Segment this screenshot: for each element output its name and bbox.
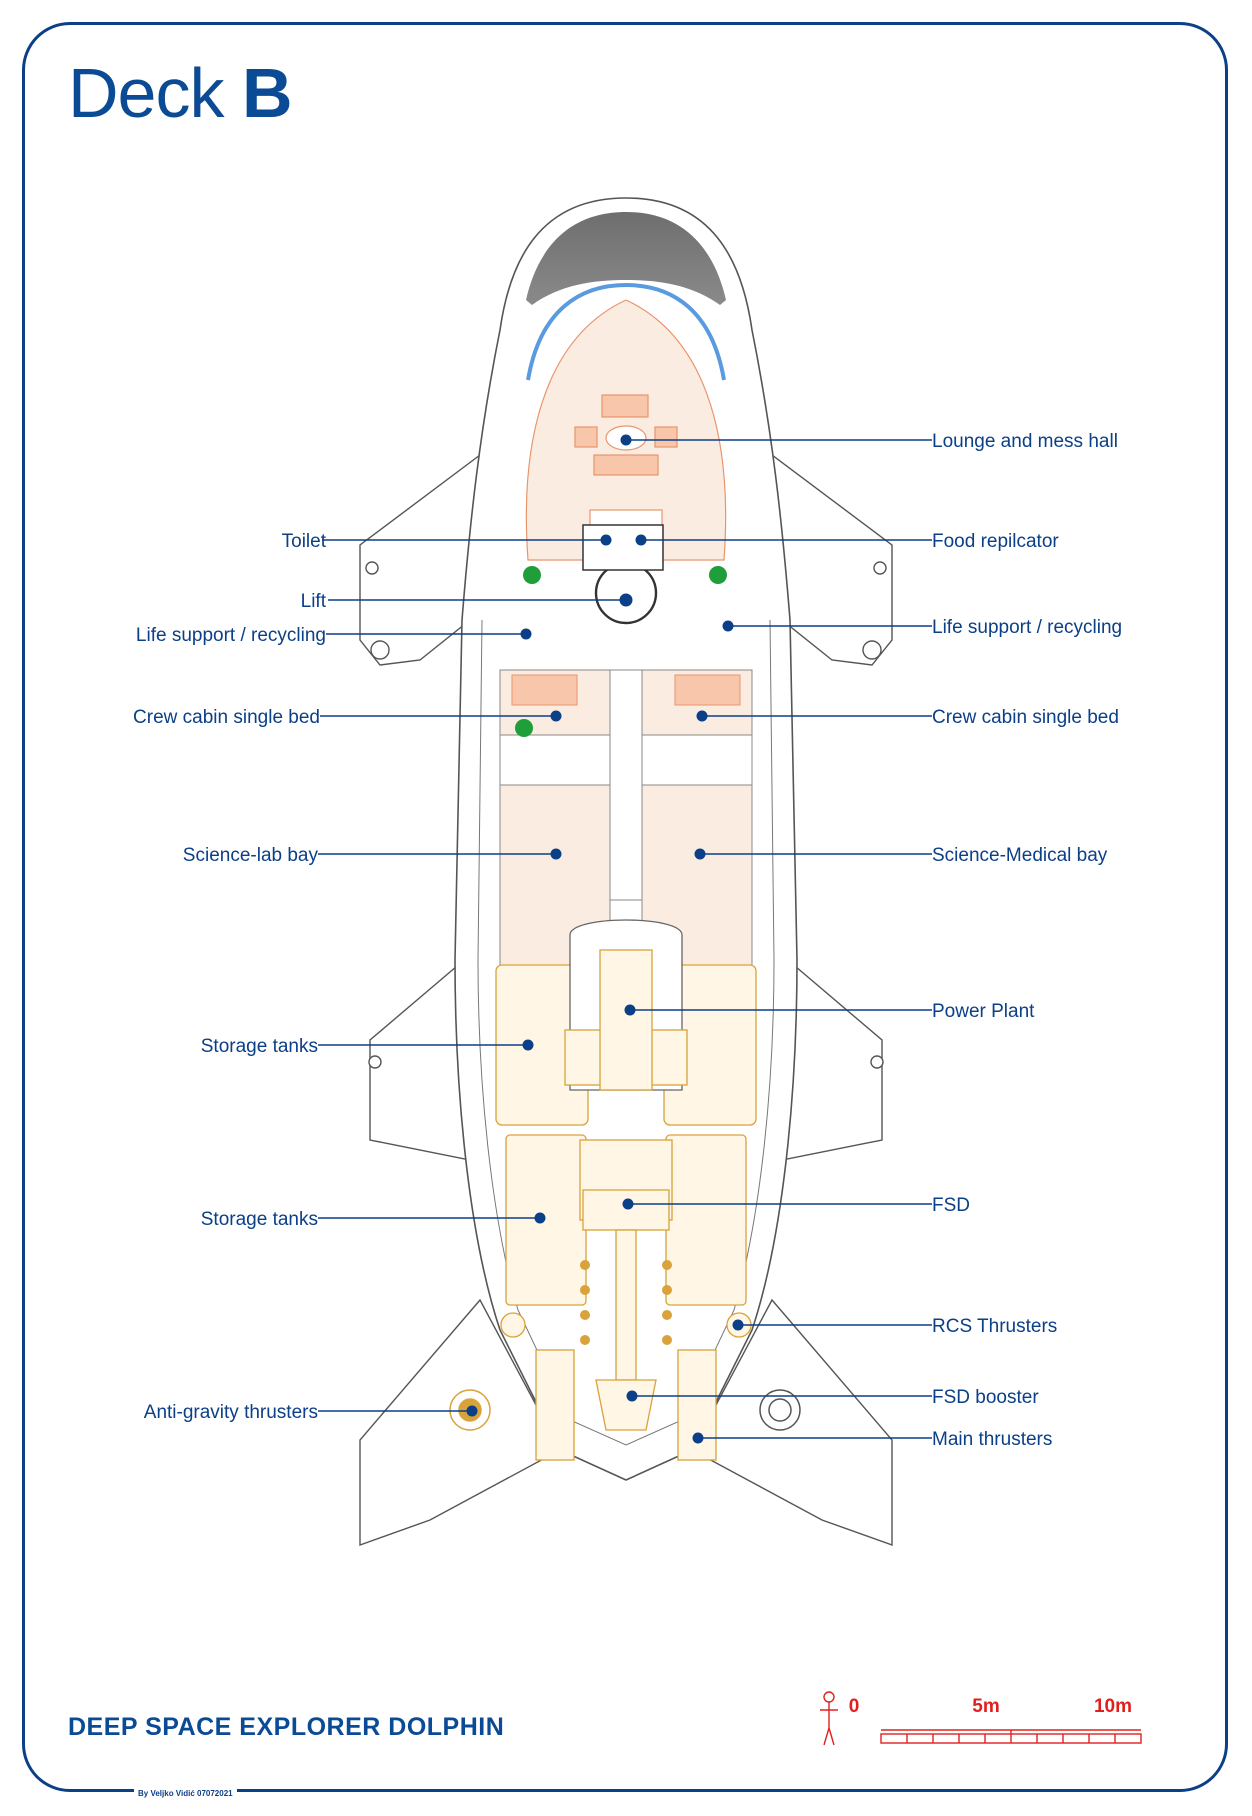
label-fsd-booster: FSD booster bbox=[932, 1387, 1039, 1408]
right-labels: Lounge and mess hall Food repilcator Lif… bbox=[932, 431, 1122, 1450]
label-rcs-thrusters: RCS Thrusters bbox=[932, 1316, 1057, 1337]
scale-label-10m: 10m bbox=[1094, 1696, 1132, 1717]
label-lounge: Lounge and mess hall bbox=[932, 431, 1118, 452]
author-credit: By Veljko Vidić 07072021 bbox=[134, 1789, 237, 1798]
label-food-replicator: Food repilcator bbox=[932, 531, 1059, 552]
page-title: Deck B bbox=[68, 54, 292, 132]
plant-icon bbox=[709, 566, 727, 584]
scale-bar: 0 5m 10m bbox=[820, 1691, 1142, 1746]
label-toilet: Toilet bbox=[282, 531, 327, 552]
scale-label-0: 0 bbox=[849, 1696, 860, 1717]
label-fsd: FSD bbox=[932, 1195, 970, 1216]
label-storage-tanks-1: Storage tanks bbox=[201, 1036, 318, 1057]
scale-label-5m: 5m bbox=[972, 1696, 999, 1717]
fsd-coils bbox=[580, 1260, 672, 1345]
label-power-plant: Power Plant bbox=[932, 1001, 1035, 1022]
anti-gravity-thruster-right bbox=[759, 1389, 801, 1431]
left-labels: Toilet Lift Life support / recycling Cre… bbox=[133, 531, 327, 1423]
page-frame bbox=[22, 22, 1228, 1792]
label-lift: Lift bbox=[301, 591, 327, 612]
plant-icon bbox=[515, 719, 533, 737]
lift-shaft bbox=[582, 524, 664, 625]
plant-icon bbox=[523, 566, 541, 584]
label-anti-gravity: Anti-gravity thrusters bbox=[144, 1402, 318, 1423]
interior-rooms bbox=[499, 669, 753, 971]
leader-dots bbox=[466, 434, 744, 1444]
ship-name-title: DEEP SPACE EXPLORER DOLPHIN bbox=[68, 1713, 505, 1741]
label-science-medical: Science-Medical bay bbox=[932, 845, 1108, 866]
label-life-support-left: Life support / recycling bbox=[136, 625, 326, 646]
label-science-lab: Science-lab bay bbox=[183, 845, 319, 866]
engineering-section bbox=[495, 919, 757, 1461]
human-figure-icon bbox=[820, 1691, 838, 1746]
label-main-thrusters: Main thrusters bbox=[932, 1429, 1052, 1450]
label-storage-tanks-2: Storage tanks bbox=[201, 1209, 318, 1230]
leader-lines bbox=[318, 439, 932, 1439]
label-crew-cabin-right: Crew cabin single bed bbox=[932, 707, 1119, 728]
label-crew-cabin-left: Crew cabin single bed bbox=[133, 707, 320, 728]
label-life-support-right: Life support / recycling bbox=[932, 617, 1122, 638]
